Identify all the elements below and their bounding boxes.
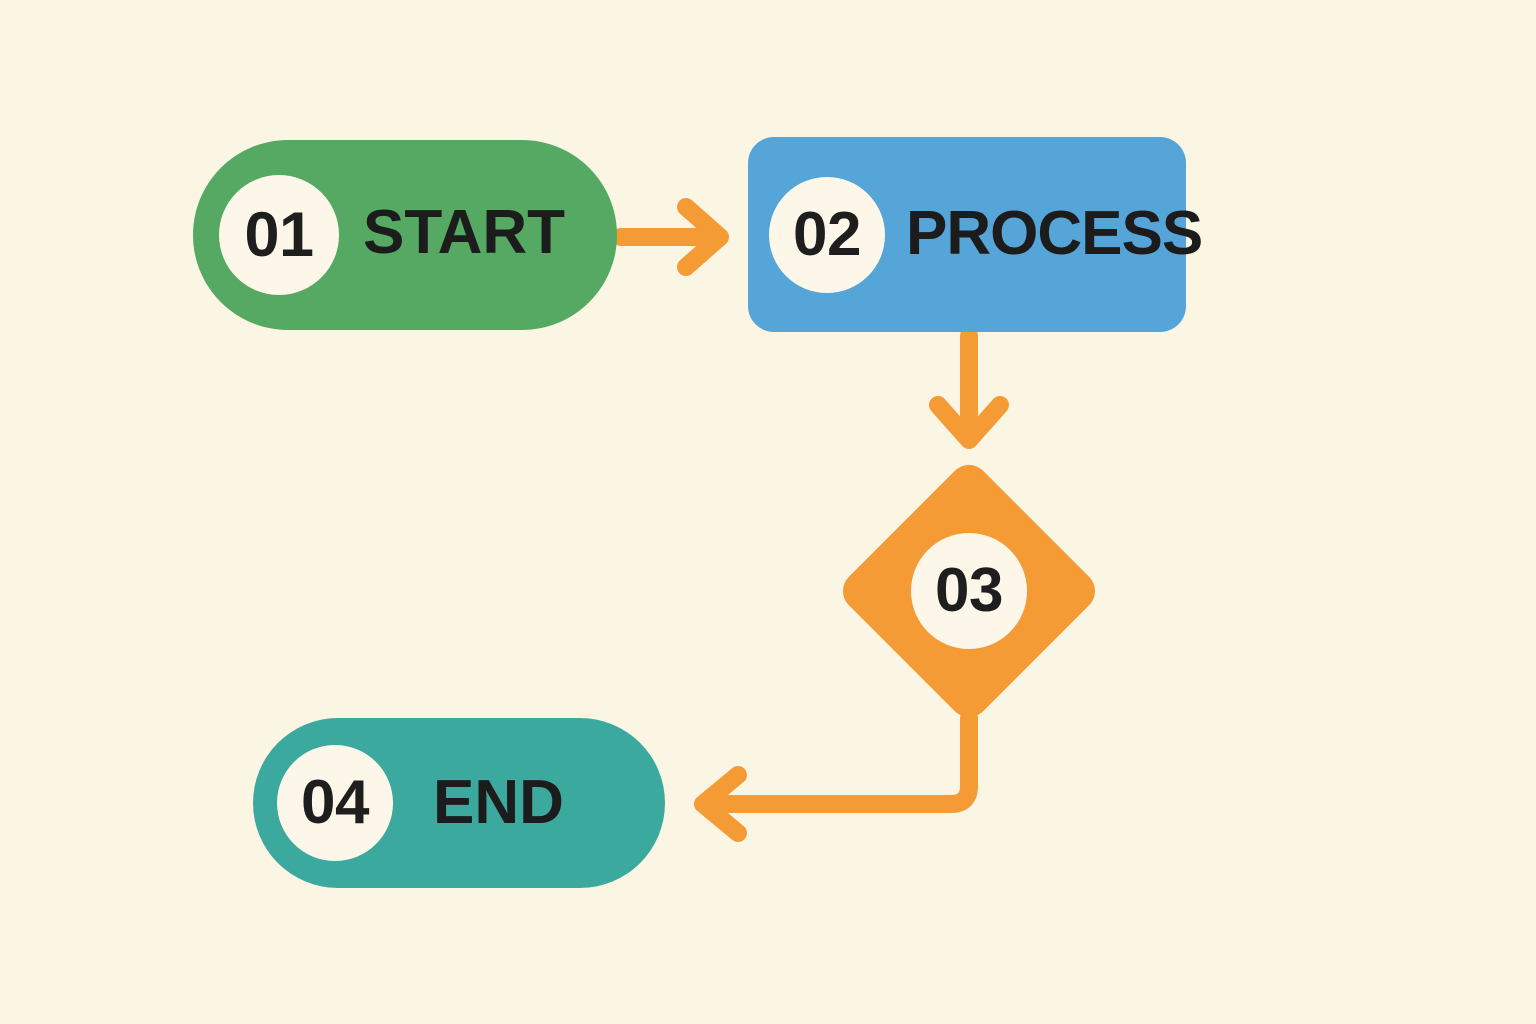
node-decision[interactable]: 03 xyxy=(834,456,1104,726)
node-process-number-badge: 02 xyxy=(769,177,885,293)
connector-decision-to-end-arrowhead xyxy=(694,766,747,842)
node-end[interactable]: 04 END xyxy=(253,718,665,888)
node-start[interactable]: 01 START xyxy=(193,140,617,330)
node-decision-number-badge: 03 xyxy=(911,533,1027,649)
node-process[interactable]: 02 PROCESS xyxy=(748,137,1203,332)
connector-process-to-decision-arrowhead xyxy=(929,396,1009,449)
node-end-label: END xyxy=(433,768,564,837)
node-end-number-badge: 04 xyxy=(277,745,393,861)
node-start-number-badge: 01 xyxy=(219,175,339,295)
connector-decision-to-end-line xyxy=(705,709,978,813)
node-process-label: PROCESS xyxy=(906,199,1203,268)
connector-start-to-process-arrowhead xyxy=(677,198,729,276)
node-start-label: START xyxy=(363,198,566,267)
